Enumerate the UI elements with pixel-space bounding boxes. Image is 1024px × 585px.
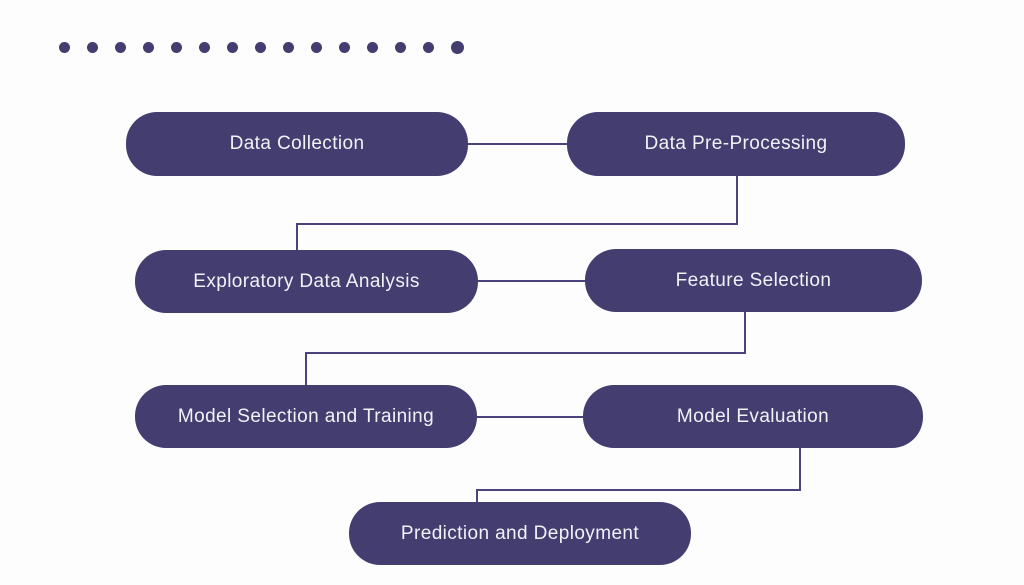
edge-evaluation-to-prediction-segment-into <box>476 489 478 504</box>
dot-icon <box>143 42 154 53</box>
dot-icon <box>115 42 126 53</box>
dot-row-decoration <box>59 41 464 54</box>
node-model-evaluation: Model Evaluation <box>583 385 923 448</box>
edge-feature-selection-to-model-selection-segment-into <box>305 352 307 387</box>
dot-icon <box>367 42 378 53</box>
node-exploratory-data-analysis: Exploratory Data Analysis <box>135 250 478 313</box>
node-prediction-and-deployment: Prediction and Deployment <box>349 502 691 565</box>
node-data-pre-processing: Data Pre-Processing <box>567 112 905 176</box>
edge-model-selection-to-evaluation <box>475 416 585 418</box>
dot-icon <box>283 42 294 53</box>
edge-feature-selection-to-model-selection-segment-across <box>305 352 746 354</box>
dot-icon <box>171 42 182 53</box>
node-model-selection-and-training: Model Selection and Training <box>135 385 477 448</box>
node-feature-selection-label: Feature Selection <box>675 269 832 291</box>
dot-icon <box>339 42 350 53</box>
edge-collection-to-preprocessing <box>466 143 569 145</box>
node-exploratory-data-analysis-label: Exploratory Data Analysis <box>193 270 420 292</box>
edge-preprocessing-to-eda-segment-down <box>736 175 738 225</box>
dot-icon <box>255 42 266 53</box>
dot-icon <box>59 42 70 53</box>
node-feature-selection: Feature Selection <box>585 249 922 312</box>
edge-evaluation-to-prediction-segment-across <box>476 489 801 491</box>
edge-feature-selection-to-model-selection-segment-down <box>744 311 746 354</box>
edge-preprocessing-to-eda-segment-into <box>296 223 298 252</box>
node-data-collection-label: Data Collection <box>229 133 365 154</box>
dot-icon <box>199 42 210 53</box>
dot-icon <box>395 42 406 53</box>
edge-preprocessing-to-eda-segment-across <box>296 223 738 225</box>
node-model-selection-and-training-label: Model Selection and Training <box>177 405 435 427</box>
node-model-evaluation-label: Model Evaluation <box>676 405 830 427</box>
dot-icon <box>451 41 464 54</box>
edge-eda-to-feature-selection <box>476 280 587 282</box>
dot-icon <box>311 42 322 53</box>
edge-evaluation-to-prediction-segment-down <box>799 447 801 491</box>
dot-icon <box>87 42 98 53</box>
node-prediction-and-deployment-label: Prediction and Deployment <box>400 522 640 544</box>
node-data-collection: Data Collection <box>126 112 468 176</box>
node-data-pre-processing-label: Data Pre-Processing <box>644 133 828 154</box>
dot-icon <box>227 42 238 53</box>
dot-icon <box>423 42 434 53</box>
